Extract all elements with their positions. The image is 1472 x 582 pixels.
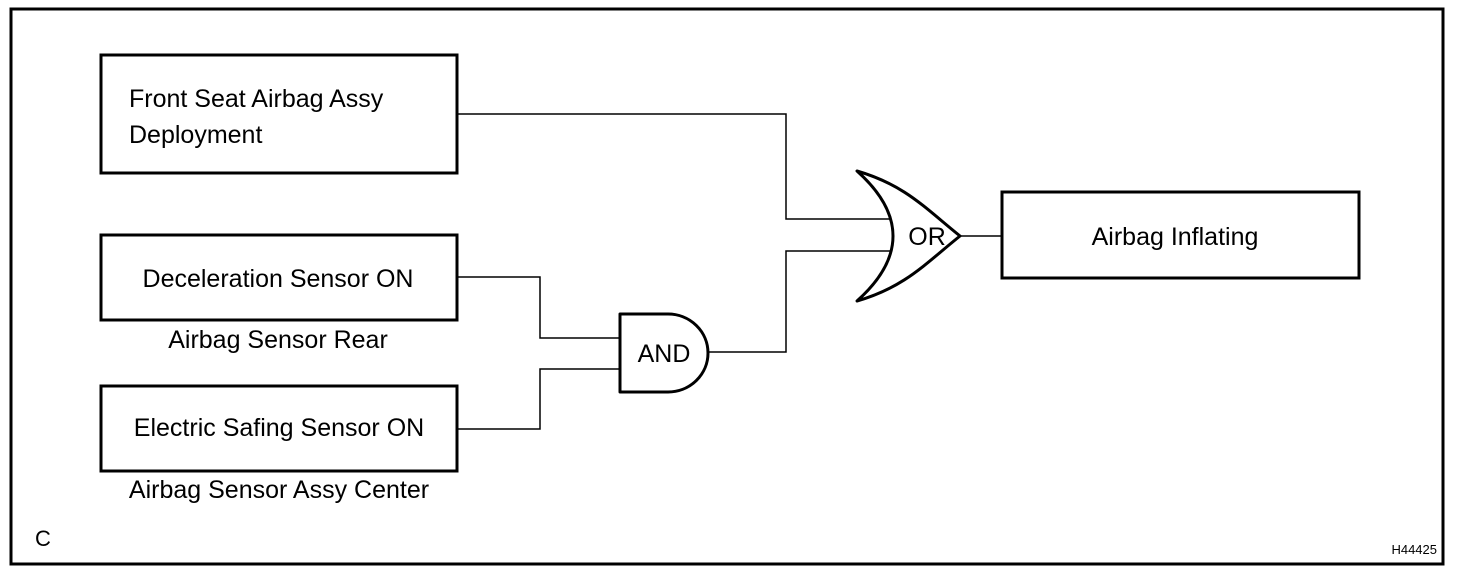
or-gate: OR [855,169,962,303]
block-electric-safing-sensor: Electric Safing Sensor ON [99,384,459,473]
and-gate-shape [618,312,710,394]
corner-label: C [35,526,51,551]
wire-decel-to-and [458,276,620,339]
caption-airbag-sensor-assy-center: Airbag Sensor Assy Center [129,476,429,504]
figure-id: H44425 [1391,542,1437,557]
block-frame [99,384,459,473]
wire-and-to-or [708,250,892,353]
block-front-seat-airbag: Front Seat Airbag Assy Deployment [99,53,459,175]
and-gate: AND [618,312,710,394]
block-label-line2: Deployment [129,121,262,149]
block-frame [1000,190,1361,280]
wire-front-seat-to-or [458,113,892,220]
block-label: Deceleration Sensor ON [143,265,414,293]
diagram-frame [9,7,1445,566]
caption-airbag-sensor-rear: Airbag Sensor Rear [168,326,388,354]
block-frame [99,233,459,322]
wires [458,113,1002,430]
block-label-line1: Front Seat Airbag Assy [129,85,384,113]
block-label: Electric Safing Sensor ON [134,414,424,442]
and-gate-label: AND [638,340,691,368]
block-airbag-inflating: Airbag Inflating [1000,190,1361,280]
block-deceleration-sensor: Deceleration Sensor ON [99,233,459,322]
or-gate-shape [855,169,962,303]
block-label: Airbag Inflating [1092,223,1259,251]
block-frame [99,53,459,175]
wire-safing-to-and [458,368,620,430]
or-gate-label: OR [908,223,946,251]
